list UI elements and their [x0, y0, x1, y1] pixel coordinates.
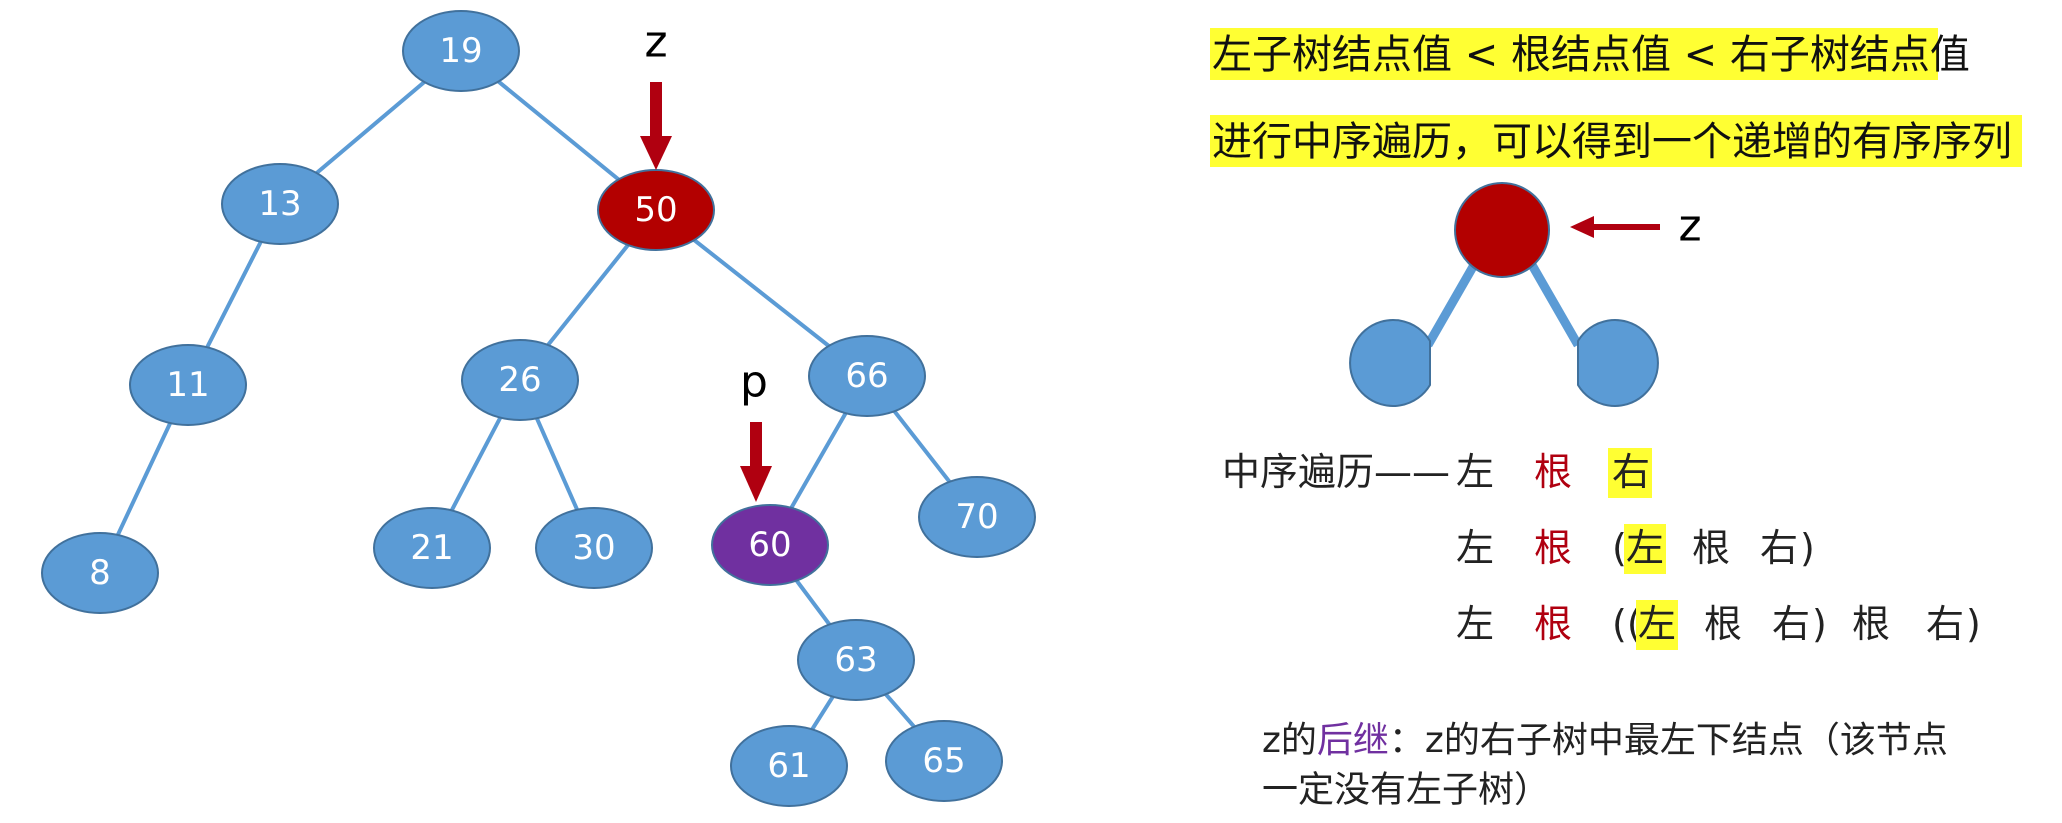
z-pointer: z — [640, 17, 672, 170]
row2-inner-root: 根 — [1692, 526, 1730, 570]
highlight-1 — [1210, 28, 1938, 80]
row2-inner-right: 右 — [1760, 526, 1798, 570]
tree-node-shape-63 — [797, 619, 915, 701]
successor-line-1: z的后继：z的右子树中最左下结点（该节点 — [1262, 720, 1948, 761]
inorder-rule-row-2: 左 根 ( 左 根 右 ) — [1456, 524, 1815, 574]
tree-node-label-30: 30 — [572, 528, 615, 568]
tree-node-label-50: 50 — [634, 190, 677, 230]
successor-line-2: 一定没有左子树） — [1262, 770, 1550, 811]
schematic-z-node — [1454, 182, 1550, 278]
tree-node-shape-66 — [808, 335, 926, 417]
successor-word: 后继 — [1317, 720, 1389, 761]
property-line-2: 进行中序遍历，可以得到一个递增的有序序列 — [1210, 115, 2022, 167]
tree-node-shape-30 — [535, 507, 653, 589]
tree-node-8: 8 — [41, 532, 159, 614]
schematic-left-subtree — [1349, 319, 1431, 407]
row3-inner-left-highlight — [1636, 600, 1678, 650]
p-pointer-label: p — [740, 357, 768, 408]
tree-node-shape-26 — [461, 339, 579, 421]
tree-node-shape-13 — [221, 163, 339, 245]
tree-node-shape-60 — [711, 504, 829, 586]
inorder-rule-row-1: 中序遍历—— 左 根 右 — [1222, 448, 1652, 498]
p-pointer: p — [740, 357, 772, 502]
row3-inner-root: 根 — [1704, 602, 1742, 646]
tree-node-shape-70 — [918, 476, 1036, 558]
tree-node-26: 26 — [461, 339, 579, 421]
tree-node-label-60: 60 — [748, 525, 791, 565]
tree-node-66: 66 — [808, 335, 926, 417]
row1-left: 左 — [1456, 450, 1494, 494]
schematic-z-label: z — [1678, 201, 1701, 252]
schematic-tree: z — [1349, 182, 1702, 407]
schematic-right-edge — [1524, 255, 1582, 348]
z-arrow-head-icon — [640, 136, 672, 170]
tree-node-label-11: 11 — [166, 365, 209, 405]
tree-node-65: 65 — [885, 720, 1003, 802]
row1-root: 根 — [1534, 450, 1572, 494]
tree-node-61: 61 — [730, 725, 848, 807]
z-pointer-label: z — [644, 17, 667, 68]
tree-node-19: 19 — [402, 10, 520, 92]
row3-inner-right: 右 — [1772, 602, 1810, 646]
row2-close: ) — [1800, 526, 1815, 570]
tree-nodes: 19 13 50 11 26 66 8 21 30 60 70 63 61 65 — [41, 10, 1036, 807]
tree-node-label-65: 65 — [922, 741, 965, 781]
successor-definition: z的后继：z的右子树中最左下结点（该节点 一定没有左子树） — [1262, 720, 1948, 811]
row2-root: 根 — [1534, 526, 1572, 570]
bst-property-text: 左子树结点值 < 根结点值 < 右子树结点值 — [1212, 32, 1970, 78]
tree-node-label-13: 13 — [258, 184, 301, 224]
tree-node-label-70: 70 — [955, 497, 998, 537]
schematic-right-subtree — [1577, 319, 1659, 407]
tree-node-30: 30 — [535, 507, 653, 589]
tree-node-shape-11 — [129, 344, 247, 426]
row2-open: ( — [1612, 526, 1627, 570]
tree-node-shape-19 — [402, 10, 520, 92]
tree-node-50: 50 — [597, 169, 715, 251]
tree-node-label-26: 26 — [498, 360, 541, 400]
row1-right-highlight — [1608, 448, 1652, 498]
p-arrow-head-icon — [740, 466, 772, 502]
successor-prefix: z的 — [1262, 720, 1317, 761]
highlight-2 — [1210, 115, 2022, 167]
tree-node-70: 70 — [918, 476, 1036, 558]
schematic-arrow-head-icon — [1570, 216, 1594, 238]
property-line-1: 左子树结点值 < 根结点值 < 右子树结点值 — [1210, 28, 1970, 80]
row1-right: 右 — [1612, 450, 1650, 494]
inorder-prefix: 中序遍历—— — [1222, 450, 1450, 494]
tree-node-13: 13 — [221, 163, 339, 245]
row3-outer-root: 根 — [1852, 602, 1890, 646]
inorder-property-text: 进行中序遍历，可以得到一个递增的有序序列 — [1212, 119, 2012, 165]
tree-node-shape-8 — [41, 532, 159, 614]
successor-rest: ：z的右子树中最左下结点（该节点 — [1389, 720, 1948, 761]
tree-node-shape-21 — [373, 507, 491, 589]
schematic-left-edge — [1424, 255, 1482, 348]
row2-inner-left-highlight — [1624, 524, 1666, 574]
row2-left: 左 — [1456, 526, 1494, 570]
tree-node-label-21: 21 — [410, 528, 453, 568]
tree-node-label-61: 61 — [767, 746, 810, 786]
row2-inner-left: 左 — [1626, 526, 1664, 570]
tree-node-21: 21 — [373, 507, 491, 589]
tree-node-60: 60 — [711, 504, 829, 586]
tree-node-shape-61 — [730, 725, 848, 807]
row3-left: 左 — [1456, 602, 1494, 646]
tree-node-11: 11 — [129, 344, 247, 426]
tree-node-label-66: 66 — [845, 356, 888, 396]
tree-node-label-19: 19 — [439, 31, 482, 71]
row3-outer-right: 右 — [1926, 602, 1964, 646]
tree-node-label-63: 63 — [834, 640, 877, 680]
tree-node-shape-65 — [885, 720, 1003, 802]
tree-node-63: 63 — [797, 619, 915, 701]
tree-node-label-8: 8 — [89, 553, 111, 593]
row3-inner-left: 左 — [1638, 602, 1676, 646]
row3-close: ) — [1966, 602, 1981, 646]
row3-root: 根 — [1534, 602, 1572, 646]
row3-mid-close: ) — [1812, 602, 1827, 646]
inorder-rule-row-3: 左 根 (( 左 根 右 ) 根 右 ) — [1456, 600, 1981, 650]
